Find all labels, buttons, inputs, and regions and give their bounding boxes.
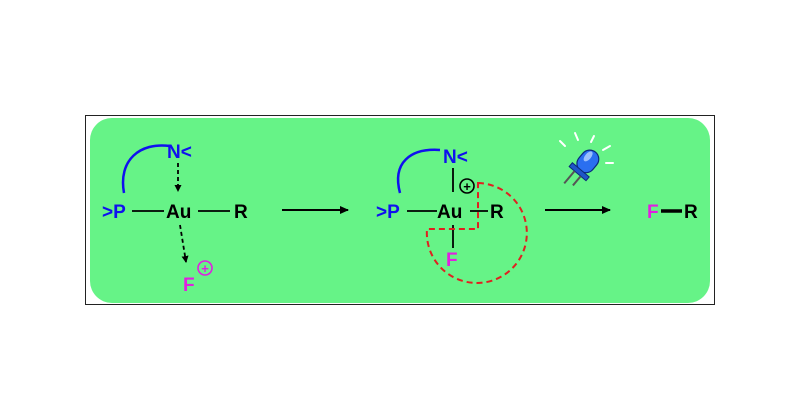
middle-complex: N< >P Au R F + [376, 147, 528, 284]
nitrogen-label: N< [167, 142, 192, 163]
au-f-interaction [179, 224, 189, 263]
light-rays-icon [559, 132, 614, 164]
gold-label: Au [437, 202, 462, 223]
product-fluorine-label: F [647, 202, 659, 223]
gold-label: Au [166, 202, 191, 223]
fluorine-label: F [183, 275, 195, 296]
r-group-label: R [490, 202, 504, 223]
fluorine-label: F [446, 250, 458, 271]
transition-ring-outline [425, 181, 528, 284]
product: F R [647, 202, 698, 223]
au-positive-charge-icon: + [459, 178, 475, 194]
pn-ligand-arc [396, 148, 441, 194]
phosphorus-label: >P [102, 202, 126, 223]
product-r-group-label: R [684, 202, 698, 223]
nitrogen-label: N< [443, 147, 468, 168]
pn-ligand-arc [121, 144, 171, 194]
left-complex: N< >P Au R F + [102, 142, 248, 296]
f-positive-charge-icon: + [197, 260, 213, 276]
blue-led-icon [563, 149, 600, 187]
phosphorus-label: >P [376, 202, 400, 223]
svg-text:+: + [201, 261, 209, 276]
svg-text:+: + [463, 179, 471, 194]
r-group-label: R [234, 202, 248, 223]
